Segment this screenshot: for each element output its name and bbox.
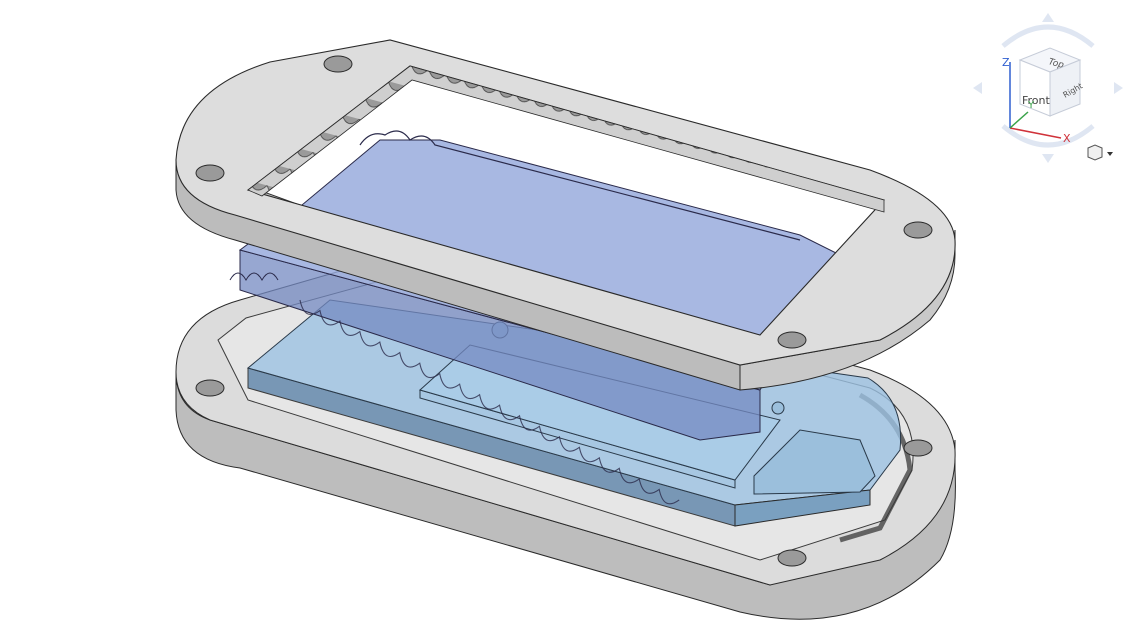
circuit-board[interactable]	[246, 299, 902, 527]
screw-hole	[777, 549, 807, 567]
cube-label-front: Front	[1022, 94, 1051, 107]
screw-hole	[323, 55, 353, 73]
screw-hole	[195, 164, 225, 182]
view-cube-widget[interactable]: Top Front Right Z Y X	[968, 8, 1128, 168]
rotate-up-arrow-icon[interactable]	[1042, 13, 1054, 22]
rotate-right-arrow-icon[interactable]	[1114, 82, 1123, 94]
rotate-down-arrow-icon[interactable]	[1042, 154, 1054, 163]
screw-hole	[777, 331, 807, 349]
axis-triad: Z Y X	[1002, 56, 1071, 145]
screw-hole	[195, 379, 225, 397]
axis-label-y: Y	[1027, 100, 1035, 111]
cube-label-top: Top	[1047, 57, 1065, 71]
top-bezel-frame[interactable]	[175, 39, 956, 391]
screw-hole	[903, 439, 933, 457]
chevron-down-icon	[1107, 152, 1113, 156]
view-cube[interactable]: Top Front Right	[1018, 47, 1084, 117]
rotate-left-arrow-icon[interactable]	[973, 82, 982, 94]
view-style-button[interactable]	[1087, 144, 1113, 161]
axis-label-z: Z	[1002, 56, 1010, 69]
view-style-cube-icon	[1087, 144, 1103, 161]
cube-face-right[interactable]	[1049, 59, 1081, 117]
board-connector	[753, 429, 876, 495]
orbit-ring[interactable]	[1001, 24, 1095, 148]
axis-label-x: X	[1063, 132, 1071, 145]
screw-hole	[903, 221, 933, 239]
